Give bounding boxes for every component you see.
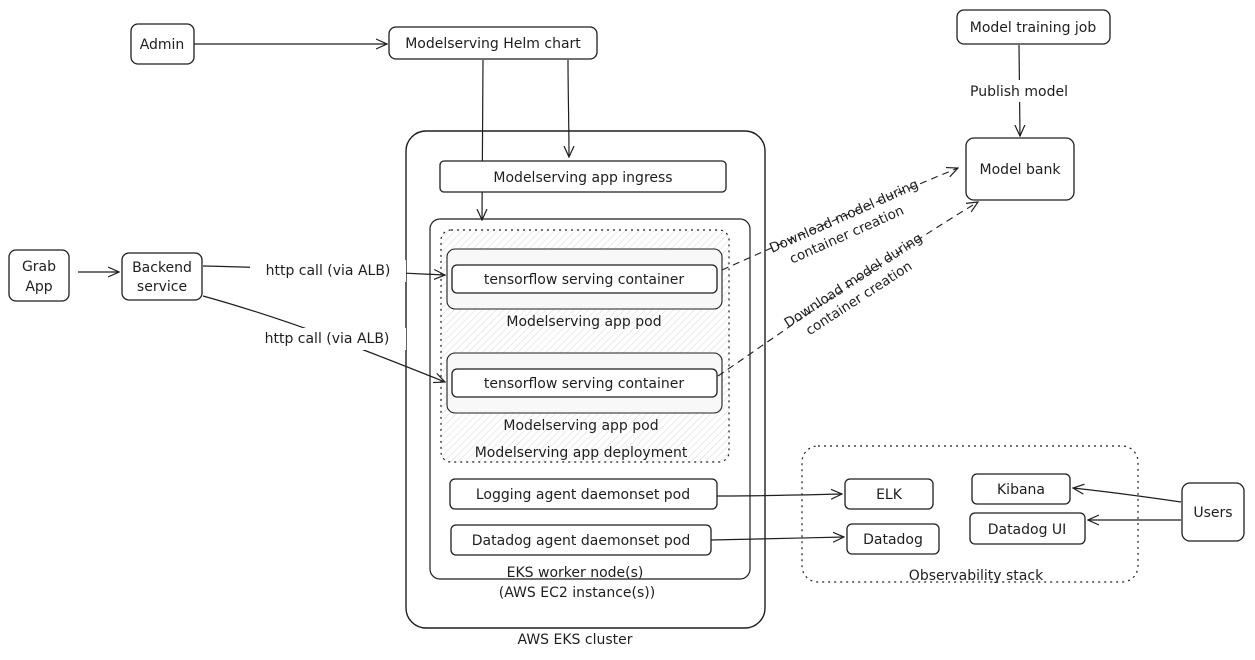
tf-container-2-label: tensorflow serving container (484, 376, 685, 392)
datadog-agent-node: Datadog agent daemonset pod (450, 524, 712, 556)
http-call-2-bg (248, 328, 406, 350)
datadog-agent-label: Datadog agent daemonset pod (472, 533, 690, 549)
admin-label: Admin (140, 37, 185, 53)
publish-model-label: Publish model (970, 84, 1068, 100)
users-node: Users (1181, 482, 1245, 542)
deployment-label: Modelserving app deployment (475, 445, 688, 461)
admin-node: Admin (130, 23, 195, 65)
model-bank-label: Model bank (980, 162, 1062, 178)
model-bank-node: Model bank (965, 137, 1075, 201)
training-job-label: Model training job (970, 20, 1097, 36)
kibana-node: Kibana (971, 473, 1071, 505)
http-call-1-label: http call (via ALB) (266, 263, 391, 279)
datadog-node: Datadog (846, 523, 940, 555)
datadog-agent-to-datadog-arrow (710, 537, 844, 540)
worker-node-box (429, 218, 751, 580)
kibana-label: Kibana (997, 482, 1045, 498)
datadog-label: Datadog (863, 532, 923, 548)
helm-chart-label: Modelserving Helm chart (405, 36, 581, 52)
logging-to-elk-arrow (716, 494, 842, 496)
ingress-label: Modelserving app ingress (493, 170, 672, 186)
pod-1-label: Modelserving app pod (506, 314, 661, 330)
tf-container-1-label: tensorflow serving container (484, 272, 685, 288)
training-job-node: Model training job (956, 9, 1111, 45)
grab-app-node: Grab App (8, 249, 70, 302)
worker-node-label-1: EKS worker node(s) (507, 565, 644, 581)
elk-node: ELK (844, 478, 934, 510)
http-call-1-bg (250, 260, 406, 282)
worker-node-label-2: (AWS EC2 instance(s)) (499, 585, 655, 601)
users-label: Users (1193, 505, 1232, 521)
helm-chart-node: Modelserving Helm chart (388, 26, 598, 60)
helm-to-pod-arrow (482, 59, 483, 220)
helm-to-ingress-arrow (568, 59, 569, 157)
eks-cluster-label: AWS EKS cluster (518, 632, 633, 648)
pod-2-label: Modelserving app pod (503, 418, 658, 434)
observability-stack-label: Observability stack (909, 568, 1044, 584)
datadog-ui-label: Datadog UI (988, 522, 1067, 538)
logging-agent-node: Logging agent daemonset pod (449, 478, 718, 510)
grab-app-label-1: Grab (22, 259, 56, 275)
ingress-node: Modelserving app ingress (439, 160, 727, 193)
datadog-ui-node: Datadog UI (969, 512, 1086, 545)
backend-label-1: Backend (132, 260, 192, 276)
download-2-arrow (717, 202, 978, 377)
publish-label-bg (960, 80, 1078, 102)
eks-cluster-box (405, 130, 766, 629)
logging-agent-label: Logging agent daemonset pod (476, 487, 690, 503)
grab-app-label-2: App (25, 279, 52, 295)
elk-label: ELK (876, 487, 903, 503)
tf-container-2: tensorflow serving container (451, 368, 718, 398)
backend-label-2: service (137, 279, 187, 295)
backend-service-node: Backend service (121, 252, 203, 301)
http-call-2-label: http call (via ALB) (265, 331, 390, 347)
tf-container-1: tensorflow serving container (451, 264, 718, 294)
observability-stack-box (801, 445, 1139, 583)
users-to-kibana-arrow (1073, 488, 1182, 503)
